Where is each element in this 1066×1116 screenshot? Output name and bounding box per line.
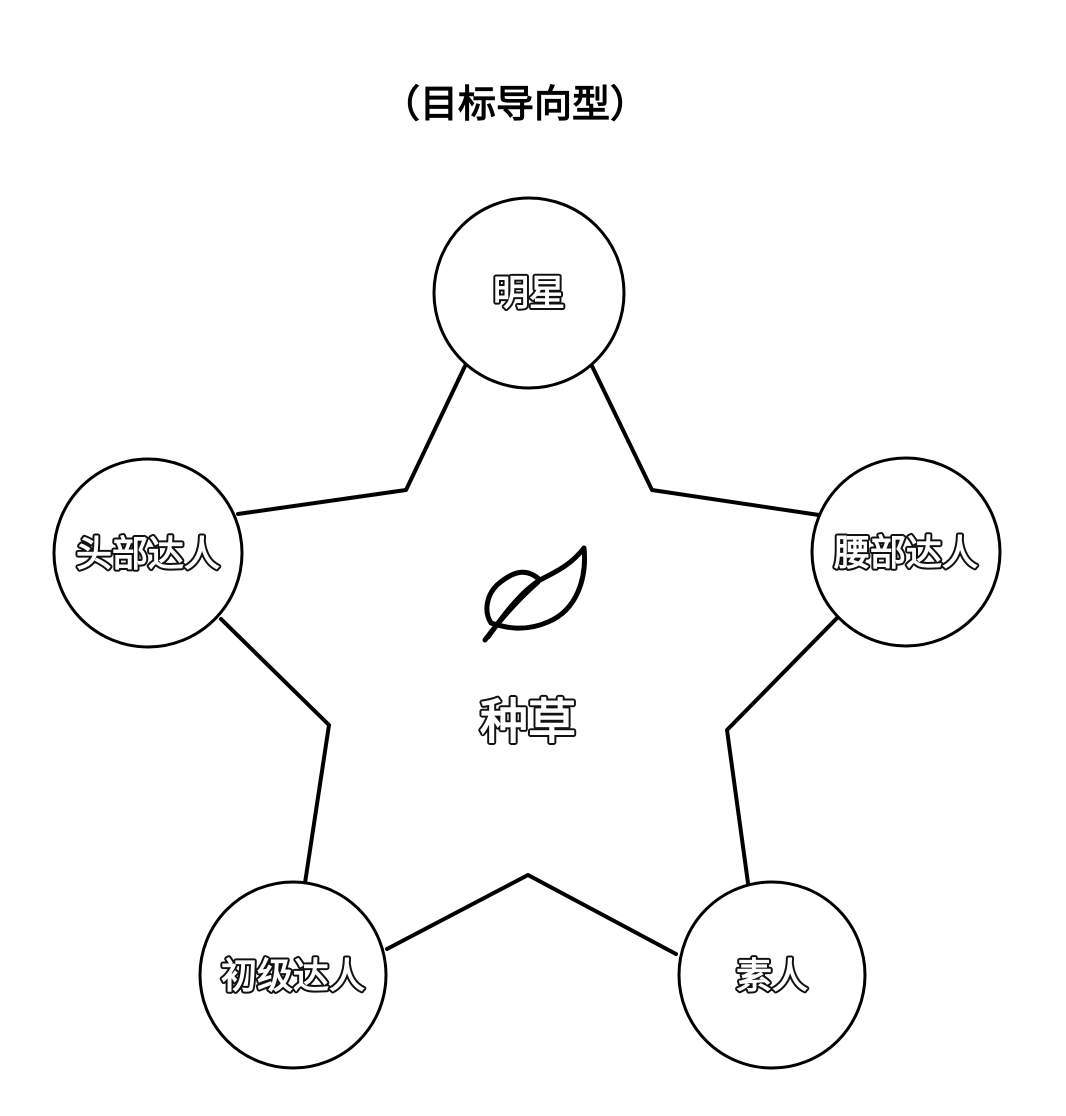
- leaf-icon: [482, 545, 588, 643]
- node-toubu-daren-label: 头部达人: [76, 534, 220, 575]
- center-label: 种草: [480, 694, 576, 750]
- center-group: 种草: [478, 545, 588, 752]
- node-chuji-daren-label: 初级达人: [221, 956, 365, 997]
- node-mingxing-circle: [432, 196, 626, 390]
- node-mingxing-label: 明星: [493, 273, 565, 314]
- star-outline: [219, 364, 840, 956]
- node-suren-circle: [677, 880, 867, 1070]
- node-yaobu-daren-label: 腰部达人: [833, 533, 978, 574]
- nodes-layer: 明星 腰部达人 素人 初级达人 头部达人: [52, 196, 1002, 1070]
- node-chuji-daren: 初级达人: [198, 880, 388, 1070]
- node-suren: 素人: [677, 880, 867, 1070]
- diagram-title: （目标导向型）: [382, 82, 648, 126]
- node-toubu-daren: 头部达人: [52, 457, 244, 649]
- node-mingxing: 明星: [432, 196, 626, 390]
- node-yaobu-daren: 腰部达人: [810, 456, 1002, 648]
- node-yaobu-daren-circle: [810, 456, 1002, 648]
- node-chuji-daren-circle: [198, 880, 388, 1070]
- node-suren-label: 素人: [736, 956, 808, 997]
- node-toubu-daren-circle: [52, 457, 244, 649]
